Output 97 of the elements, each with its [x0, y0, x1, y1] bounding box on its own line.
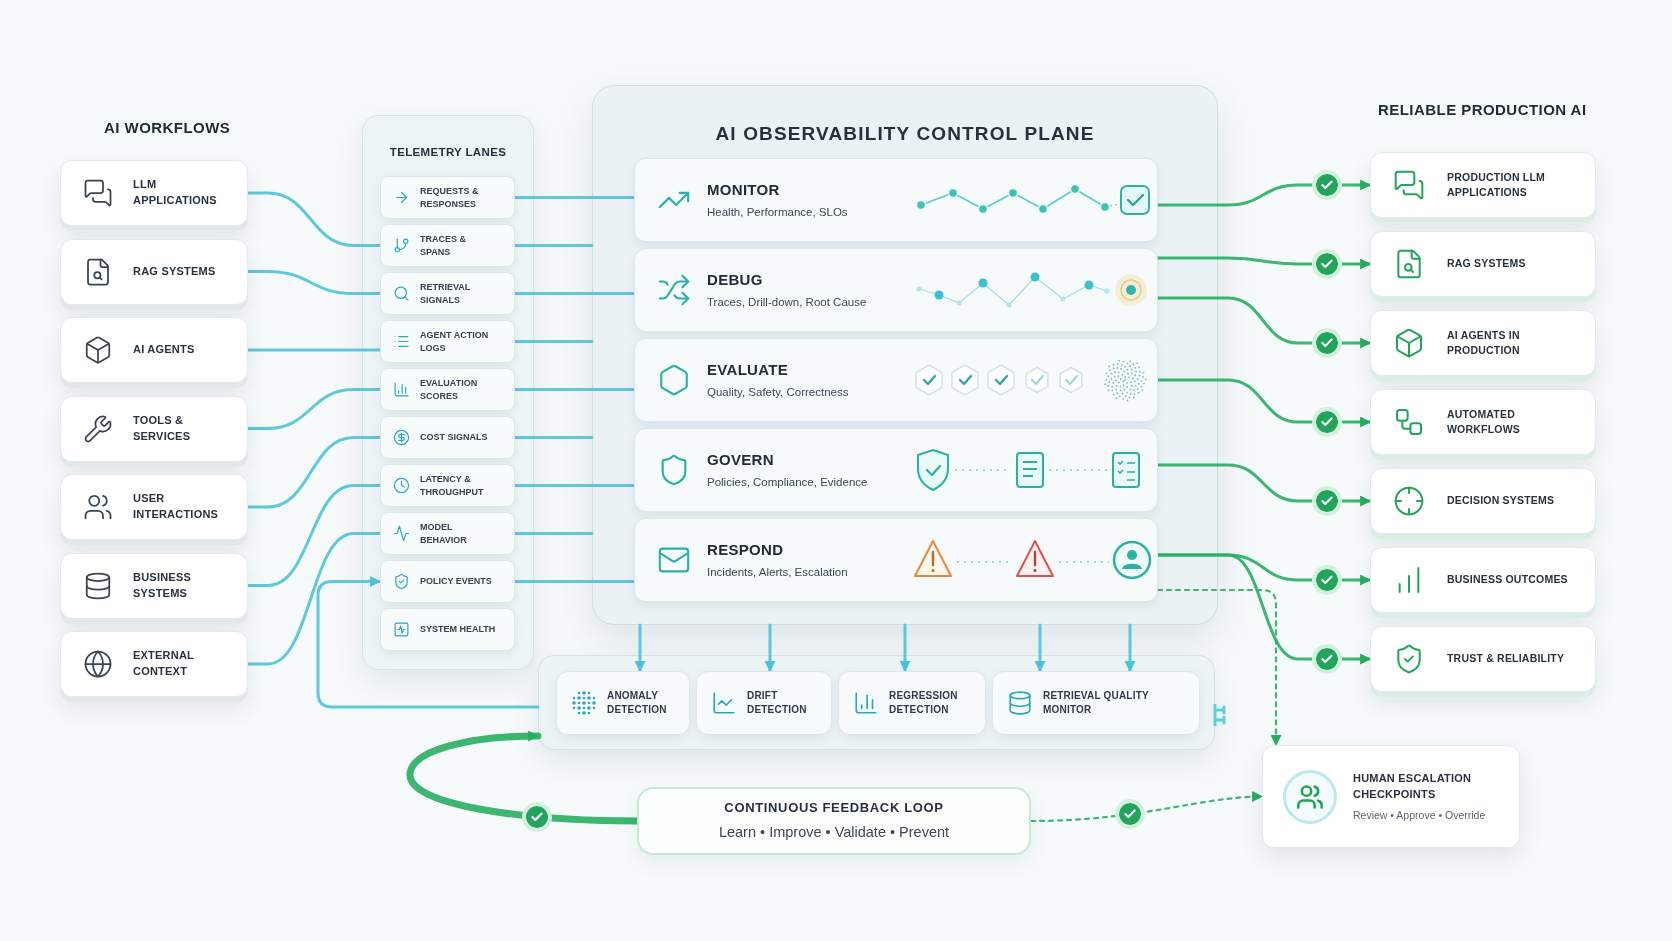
arrow [1124, 623, 1136, 673]
detection-card [838, 671, 986, 735]
lane-label: COST SIGNALS [420, 431, 489, 444]
lane-label: POLICY EVENTS [420, 575, 493, 588]
row-subtitle: Quality, Safety, Correctness [707, 385, 850, 401]
card-subtitle: Learn • Improve • Validate • Prevent [718, 822, 950, 842]
card-label: ANOMALY DETECTION [607, 689, 668, 717]
card-label: BUSINESS OUTCOMES [1447, 572, 1568, 588]
capability-row [634, 518, 1158, 602]
row-title: EVALUATE [707, 359, 789, 380]
connector-line [513, 340, 594, 343]
arrow [1156, 296, 1372, 349]
lane-label: REQUESTS & RESPONSES [420, 185, 480, 210]
card-label: AUTOMATED WORKFLOWS [1447, 406, 1522, 437]
arrow [1156, 553, 1372, 665]
card-label: LLM APPLICATIONS [133, 177, 218, 208]
connector-line [513, 388, 636, 391]
dashed-arrow [1156, 588, 1282, 747]
connector-line [513, 580, 636, 583]
row-title: GOVERN [707, 449, 775, 470]
arrow [316, 576, 540, 709]
telemetry-lane [380, 368, 515, 411]
telemetry-lane [380, 320, 515, 363]
lane-label: MODEL BEHAVIOR [420, 521, 468, 546]
card-label: REGRESSION DETECTION [889, 689, 959, 717]
connector-line [246, 191, 382, 247]
capability-row [634, 428, 1158, 512]
capability-row [634, 158, 1158, 242]
detection-panel [538, 655, 1215, 750]
connector-line [246, 388, 382, 430]
connector-line [513, 292, 636, 295]
card-label: RETRIEVAL QUALITY MONITOR [1043, 689, 1150, 717]
connector-line [513, 436, 594, 439]
card-title: CONTINUOUS FEEDBACK LOOP [724, 799, 944, 818]
card-label: TRUST & RELIABILITY [1447, 651, 1565, 667]
arrow [1034, 623, 1046, 673]
control-plane-panel [592, 85, 1218, 625]
card-label: TOOLS & SERVICES [133, 412, 192, 444]
row-title: DEBUG [707, 269, 764, 290]
telemetry-lane [380, 608, 515, 651]
card-label: DECISION SYSTEMS [1447, 493, 1555, 509]
arrow [899, 623, 911, 673]
connector-line [246, 484, 382, 587]
lane-label: RETRIEVAL SIGNALS [420, 281, 472, 306]
telemetry-lane [380, 224, 515, 267]
telemetry-lane [380, 560, 515, 603]
lane-label: SYSTEM HEALTH [420, 623, 496, 636]
connector-line [246, 348, 382, 352]
telemetry-panel [362, 115, 534, 670]
row-subtitle: Health, Performance, SLOs [707, 205, 849, 221]
card-label: EXTERNAL CONTEXT [133, 648, 195, 679]
detection-card [696, 671, 832, 735]
section-heading: RELIABLE PRODUCTION AI [1378, 100, 1587, 120]
card-label: USER INTERACTIONS [133, 491, 220, 522]
escalation-card [1262, 745, 1520, 848]
card-subtitle: Review • Approve • Override [1353, 807, 1487, 823]
lane-label: TRACES & SPANS [420, 233, 467, 258]
arrow [634, 623, 646, 673]
connector-line [246, 532, 382, 666]
telemetry-lane [380, 272, 515, 315]
row-subtitle: Incidents, Alerts, Escalation [707, 565, 849, 581]
connector-line [513, 484, 636, 487]
connector-line [246, 270, 382, 295]
row-subtitle: Policies, Compliance, Evidence [707, 475, 869, 491]
lane-label: LATENCY & THROUGHPUT [420, 473, 485, 498]
telemetry-lane [380, 512, 515, 555]
feedback-loop-card [637, 787, 1031, 855]
arrow [764, 623, 776, 673]
connector-line [513, 532, 594, 535]
card-label: RAG SYSTEMS [133, 263, 216, 279]
arrow [1156, 378, 1372, 428]
card-label: DRIFT DETECTION [747, 689, 808, 717]
connector-line [246, 436, 382, 509]
card-label: AI AGENTS IN PRODUCTION [1447, 327, 1521, 358]
detection-card [556, 671, 690, 735]
capability-row [634, 248, 1158, 332]
connector-line [513, 244, 594, 247]
row-subtitle: Traces, Drill-down, Root Cause [707, 295, 868, 311]
card-label: AI AGENTS [133, 342, 195, 358]
section-heading: AI WORKFLOWS [104, 118, 231, 138]
dashed-arrow [1029, 791, 1264, 823]
card-label: BUSINESS SYSTEMS [133, 569, 192, 601]
telemetry-lane [380, 464, 515, 507]
row-title: RESPOND [707, 539, 785, 560]
card-label: RAG SYSTEMS [1447, 256, 1526, 272]
detection-card [992, 671, 1200, 735]
telemetry-lane [380, 176, 515, 219]
telemetry-lane [380, 416, 515, 459]
panel-title: TELEMETRY LANES [389, 145, 507, 160]
card-title: HUMAN ESCALATION CHECKPOINTS [1353, 770, 1473, 803]
card-label: PRODUCTION LLM APPLICATIONS [1447, 169, 1546, 200]
panel-title: AI OBSERVABILITY CONTROL PLANE [715, 122, 1095, 146]
lane-label: AGENT ACTION LOGS [420, 329, 490, 354]
connector-line [513, 196, 636, 199]
row-title: MONITOR [707, 179, 781, 200]
capability-row [634, 338, 1158, 422]
lane-label: EVALUATION SCORES [420, 377, 479, 402]
